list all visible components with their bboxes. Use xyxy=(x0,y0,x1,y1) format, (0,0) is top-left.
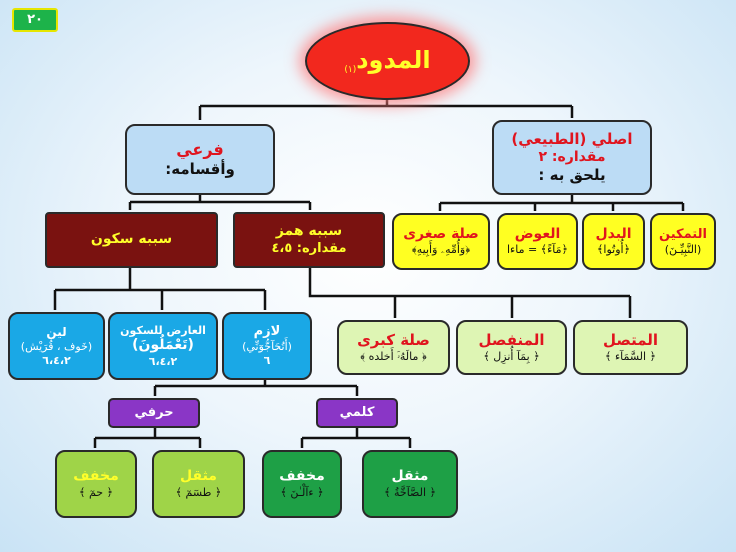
node-tamkeen: التمكين (النَّبِيِّـنَ) xyxy=(650,213,716,270)
node-harfi-mukhaffaf: مخفف ﴿ حمٓ ﴾ xyxy=(55,450,137,518)
far3i-node: فرعي وأقسامه: xyxy=(125,124,275,195)
node-harfi: حرفي xyxy=(108,398,200,428)
cause-hamz-node: سببه همز مقداره: ٤،٥ xyxy=(233,212,385,268)
node-badal: البدل ﴿أُوتُوا﴾ xyxy=(582,213,645,270)
node-lazim: لازم (أَتُحَآجُّوٓنِّي) ٦ xyxy=(222,312,312,380)
node-kalimi-mukhaffaf: مخفف ﴿ ءآلْـٰنَ ﴾ xyxy=(262,450,342,518)
root-node: المدود(١) xyxy=(305,22,470,100)
cause-sukun-node: سببه سكون xyxy=(45,212,218,268)
node-aarid: العارض للسكون (تَعْمَلُونَ) ٦،٤،٢ xyxy=(108,312,218,380)
node-leen: لين (خَوف ، قُرَيْش) ٦،٤،٢ xyxy=(8,312,105,380)
node-iwad: العوض ﴿مَآءً﴾ = ماءا xyxy=(497,213,578,270)
asli-node: اصلي (الطبيعي) مقداره: ٢ يلحق به : xyxy=(492,120,652,195)
node-muttasil: المتصل ﴿ السَّمَآء ﴾ xyxy=(573,320,688,375)
node-sila-kubra: صلة كبرى ﴿ مالَهُۥٓ أَخلده ﴾ xyxy=(337,320,450,375)
node-harfi-muthaqqal: مثقل ﴿ طسٓمٓ ﴾ xyxy=(152,450,245,518)
node-kalimi-muthaqqal: مثقل ﴿ الصَّآخَّةُ ﴾ xyxy=(362,450,458,518)
node-munfasil: المنفصل ﴿ بِمَآ أُنزِل ﴾ xyxy=(456,320,567,375)
node-sila-sughra: صلة صغرى ﴿وَأُمِّهِۦ وَأَبِيهِ﴾ xyxy=(392,213,490,270)
page-number-badge: ٢٠ xyxy=(12,8,58,32)
node-kalimi: كلمي xyxy=(316,398,398,428)
